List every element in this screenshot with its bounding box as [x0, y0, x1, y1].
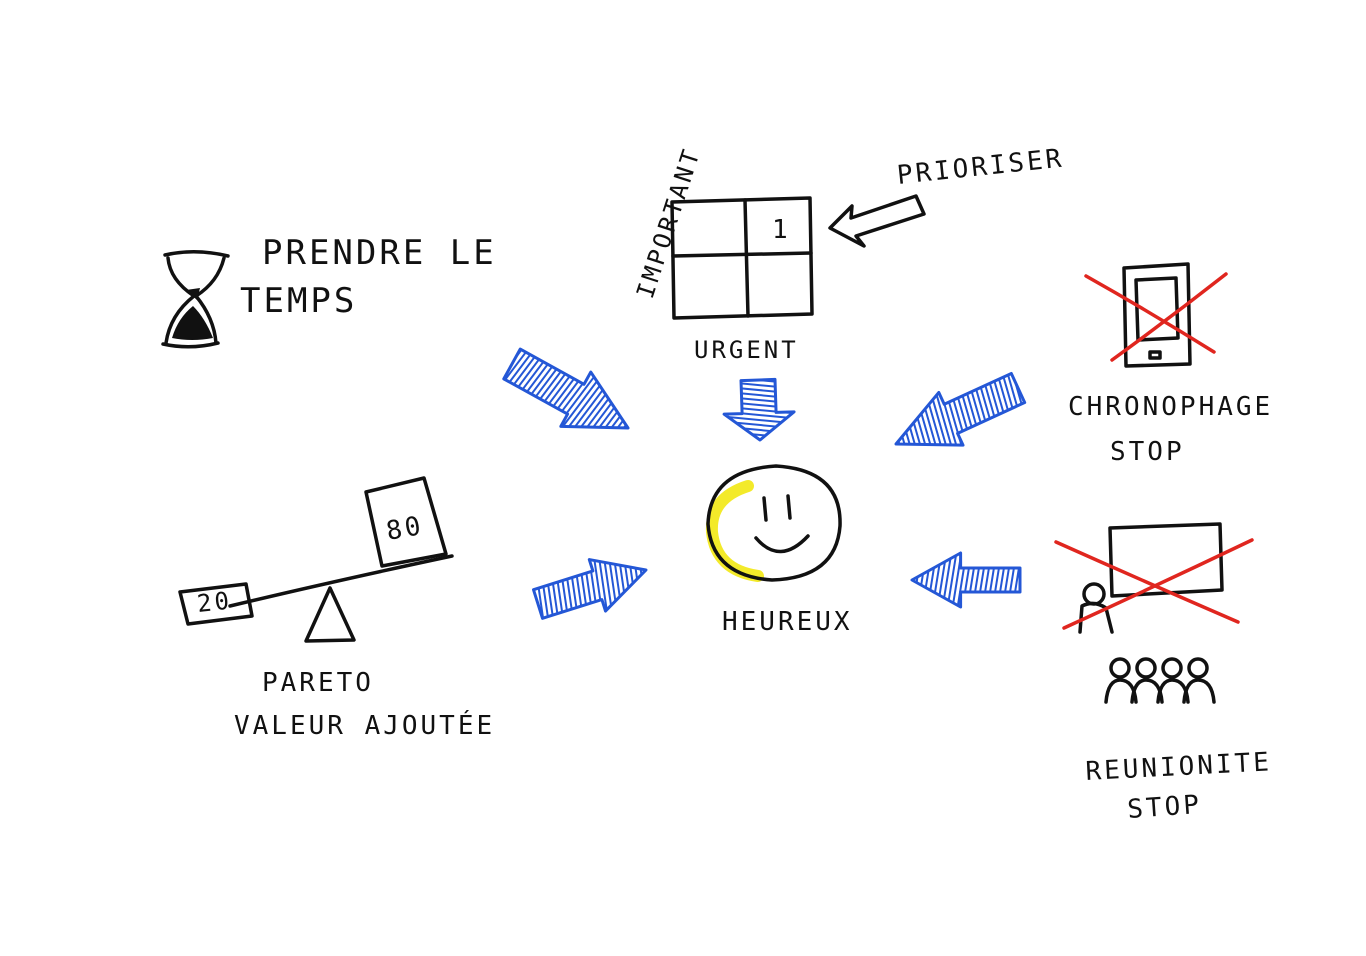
- pareto-low-value: 20: [196, 586, 234, 617]
- cross-mark: [1084, 274, 1216, 354]
- meeting-label-line2: STOP: [1126, 790, 1203, 825]
- arrow-from-time: [497, 336, 643, 456]
- matrix-tag: PRIORISER: [896, 144, 1066, 191]
- outline-arrow-icon: [828, 194, 926, 248]
- priority-matrix-icon: [670, 196, 814, 320]
- crossed-phone-icon: [1084, 262, 1228, 368]
- arrow-from-pareto: [529, 544, 655, 630]
- pareto-high-value: 80: [384, 511, 426, 547]
- crossed-meeting-icon: [1054, 522, 1254, 634]
- center-label: HEUREUX: [722, 607, 853, 637]
- arrow-from-meeting: [910, 551, 1022, 609]
- pareto-label-line1: PARETO: [262, 668, 374, 698]
- audience-icon: [1104, 657, 1216, 704]
- smiley-face-icon: [705, 464, 842, 582]
- balance-scale-icon: [178, 476, 454, 643]
- hourglass-icon: [161, 249, 230, 349]
- phone-label-line1: CHRONOPHAGE: [1068, 392, 1273, 422]
- matrix-cell-label: 1: [772, 215, 791, 245]
- arrow-from-phone: [883, 361, 1031, 471]
- meeting-label-line1: REUNIONITE: [1085, 747, 1273, 787]
- matrix-axis-bottom: URGENT: [694, 336, 799, 364]
- phone-label-line2: STOP: [1110, 437, 1185, 467]
- time-label-line2: TEMPS: [240, 281, 357, 321]
- time-label-line1: PRENDRE LE: [262, 233, 497, 273]
- matrix-axis-top: IMPORTANT: [631, 144, 706, 302]
- pareto-label-line2: VALEUR AJOUTÉE: [234, 709, 495, 741]
